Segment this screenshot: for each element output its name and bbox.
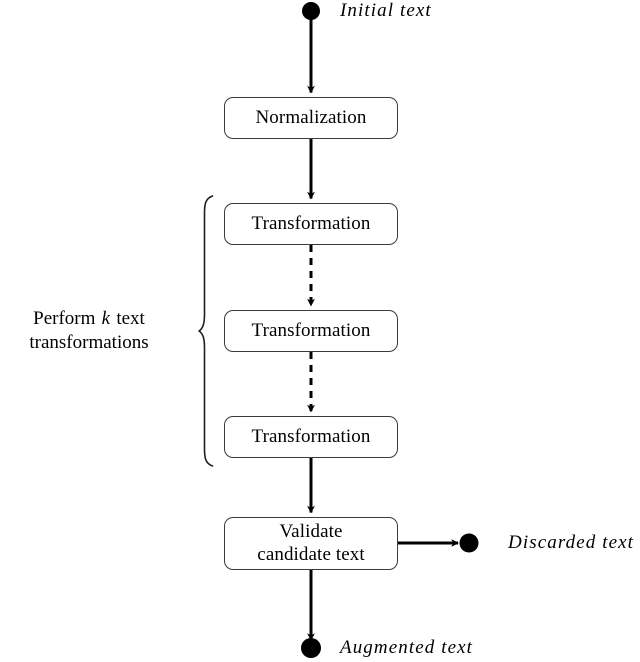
discarded-node-circle	[459, 533, 479, 553]
augmented-node-circle	[301, 638, 321, 658]
brace-label-suffix: text	[111, 308, 145, 329]
label-augmented-text: Augmented text	[340, 637, 473, 659]
brace-label-line-1: Perform k text	[0, 307, 178, 331]
node-transformation-2-label: Transformation	[251, 319, 371, 341]
node-transformation-1-label: Transformation	[251, 212, 371, 234]
brace-label-line-2: transformations	[29, 331, 149, 353]
node-validate-label: Validate candidate text	[257, 521, 365, 565]
label-initial-text: Initial text	[340, 0, 432, 22]
node-transformation-2[interactable]: Transformation	[224, 310, 398, 352]
label-discarded-text-value: Discarded text	[508, 532, 635, 553]
node-transformation-1[interactable]: Transformation	[224, 203, 398, 245]
node-validate-candidate-text[interactable]: Validate candidate text	[224, 517, 398, 570]
node-transformation-3[interactable]: Transformation	[224, 416, 398, 458]
grouping-brace	[197, 195, 214, 467]
brace-annotation-label: Perform k text transformations	[0, 307, 178, 355]
node-normalization[interactable]: Normalization	[224, 97, 398, 139]
brace-label-variable: k	[101, 308, 111, 329]
brace-label-prefix: Perform	[33, 308, 101, 329]
label-initial-text-value: Initial text	[340, 0, 432, 21]
label-augmented-text-value: Augmented text	[340, 637, 474, 658]
initial-node-circle	[302, 2, 320, 20]
node-transformation-3-label: Transformation	[251, 425, 371, 447]
label-discarded-text: Discarded text	[508, 532, 634, 554]
node-normalization-label: Normalization	[255, 106, 367, 128]
